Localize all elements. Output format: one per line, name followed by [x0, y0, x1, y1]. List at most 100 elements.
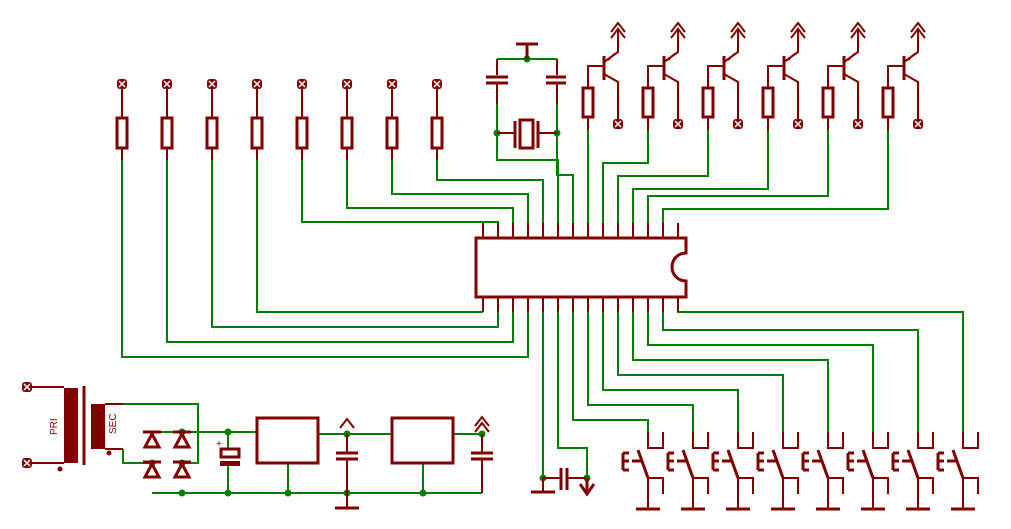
switch-bottom	[782, 477, 799, 509]
terminal-cross	[253, 80, 261, 88]
supply-arrow-icon	[610, 21, 626, 39]
switch-blade	[951, 449, 965, 479]
terminal-cross	[794, 120, 802, 128]
wire	[391, 160, 529, 223]
wire	[602, 312, 739, 432]
switch-top	[692, 432, 709, 449]
resistor-body	[761, 86, 775, 119]
wire	[617, 130, 709, 223]
push-button-7[interactable]	[891, 432, 934, 511]
switch-bottom	[692, 477, 709, 509]
power-supply[interactable]	[22, 382, 493, 510]
transistor-driver-3[interactable]	[701, 21, 746, 130]
push-button-8[interactable]	[936, 432, 979, 511]
switch-blade	[861, 449, 875, 479]
led-resistor-8[interactable]	[430, 79, 444, 160]
transistor-driver-1[interactable]	[581, 21, 626, 130]
switch-blade	[771, 449, 785, 479]
push-button-1[interactable]	[621, 432, 664, 511]
actuator-label	[801, 451, 822, 472]
wire	[662, 312, 919, 432]
switch-blade	[906, 449, 920, 479]
cap-plates	[559, 468, 569, 490]
transistor-driver-4[interactable]	[761, 21, 806, 130]
lead	[32, 386, 64, 464]
wire	[617, 312, 784, 432]
led-resistor-4[interactable]	[250, 79, 264, 160]
switch-blade	[726, 449, 740, 479]
terminal-cross	[23, 383, 31, 391]
terminal-cross	[23, 459, 31, 467]
emitter-arrow	[846, 53, 854, 61]
voltage-regulator-2	[390, 416, 455, 465]
resistor-body	[250, 116, 264, 150]
actuator-label	[846, 451, 867, 472]
supply-arrow-icon	[730, 21, 746, 39]
switch-top	[647, 432, 664, 449]
load-capacitors	[486, 75, 566, 85]
junction-dot	[178, 489, 186, 497]
terminal-cross	[674, 120, 682, 128]
emitter-arrow	[906, 53, 914, 61]
wire	[496, 133, 559, 223]
supply-arrow-icon	[790, 21, 806, 39]
switch-bottom	[962, 477, 979, 509]
lead	[647, 65, 664, 88]
terminal-cross	[118, 80, 126, 88]
push-button-5[interactable]	[801, 432, 844, 511]
crystal-plates	[513, 121, 540, 148]
resistor-body	[295, 116, 309, 150]
led-resistor-3[interactable]	[205, 79, 219, 160]
junction-dot	[224, 489, 232, 497]
junction-dot	[224, 428, 232, 436]
wire	[346, 160, 514, 223]
transformer-primary	[64, 388, 78, 463]
supply-arrow-icon	[339, 417, 355, 429]
transformer-primary-label: PRI	[49, 418, 60, 435]
lead	[105, 403, 123, 450]
push-button-2[interactable]	[666, 432, 709, 511]
push-button-3[interactable]	[711, 432, 754, 511]
led-resistor-1[interactable]	[115, 79, 129, 160]
transistor-driver-5[interactable]	[821, 21, 866, 130]
led-resistor-2[interactable]	[160, 79, 174, 160]
transformer-secondary	[91, 404, 105, 449]
crystal-oscillator[interactable]	[486, 42, 566, 150]
actuator-label	[936, 451, 957, 472]
transistor-driver-6[interactable]	[881, 21, 926, 130]
lead	[887, 65, 904, 88]
switch-top	[872, 432, 889, 449]
led-resistor-5[interactable]	[295, 79, 309, 160]
lead	[707, 65, 724, 88]
push-button-6[interactable]	[846, 432, 889, 511]
push-button-4[interactable]	[756, 432, 799, 511]
microcontroller-ic[interactable]	[474, 236, 688, 299]
switch-blade	[681, 449, 695, 479]
bridge-diode	[142, 460, 162, 479]
wire	[256, 160, 483, 313]
resistor-body	[881, 86, 895, 119]
actuator-label	[621, 451, 642, 472]
switch-bottom	[647, 477, 664, 509]
electrolytic-cap	[219, 447, 241, 459]
led-resistor-6[interactable]	[340, 79, 354, 160]
transistor-driver-2[interactable]	[641, 21, 686, 130]
switch-bottom	[872, 477, 889, 509]
emitter-arrow	[606, 53, 614, 61]
terminal-cross	[854, 120, 862, 128]
led-resistor-7[interactable]	[385, 79, 399, 160]
lead	[346, 434, 483, 493]
wires	[121, 55, 964, 497]
resistor-body	[160, 116, 174, 150]
supply-arrow-icon	[670, 21, 686, 39]
wire	[632, 130, 769, 223]
resistor-body	[430, 116, 444, 150]
actuator-label	[711, 451, 732, 472]
terminal-cross	[163, 80, 171, 88]
resistor-body	[115, 116, 129, 150]
ground-symbol	[516, 42, 538, 59]
transistor-leads	[663, 28, 679, 120]
wire	[152, 466, 288, 494]
decoupling-capacitor[interactable]	[531, 468, 596, 497]
wire	[211, 160, 499, 328]
